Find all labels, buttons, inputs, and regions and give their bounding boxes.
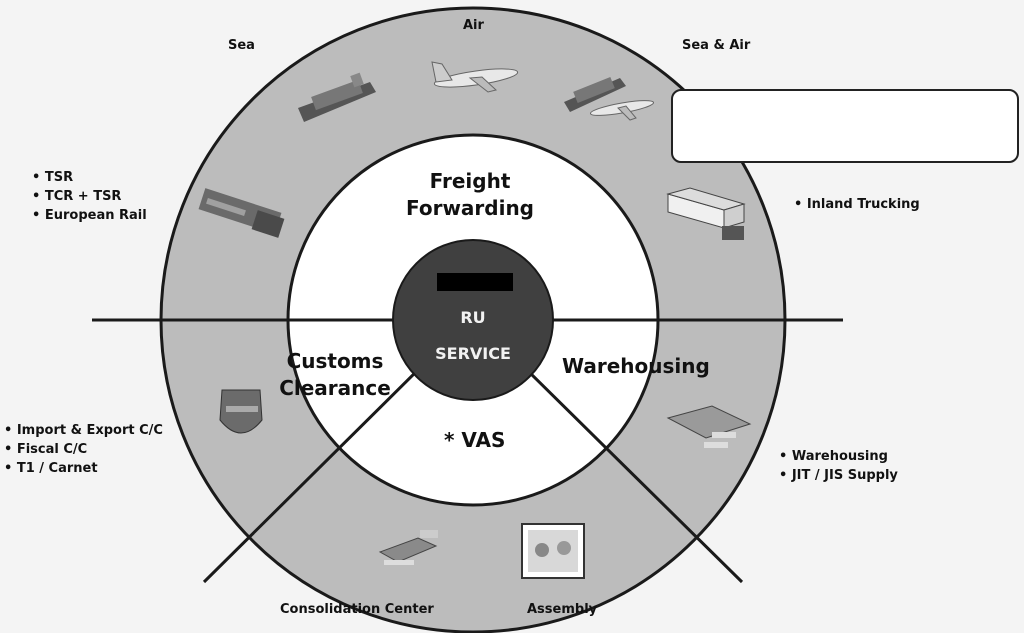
customs-line-1: Customs xyxy=(286,349,384,373)
list-item: Fiscal C/C xyxy=(4,440,163,459)
list-item: T1 / Carnet xyxy=(4,459,163,478)
label-sea-air: Sea & Air xyxy=(682,38,751,53)
redaction-bar xyxy=(437,273,513,291)
customs-badge-icon xyxy=(219,389,263,434)
label-vas: * VAS xyxy=(444,428,506,452)
list-item: TSR xyxy=(32,168,147,187)
label-freight-forwarding: Freight Forwarding xyxy=(400,168,540,222)
freight-line-2: Forwarding xyxy=(405,196,535,220)
center-line-1: RU xyxy=(460,308,486,327)
ship-and-plane-icon xyxy=(564,76,655,121)
truck-icon xyxy=(666,187,746,240)
trucking-list: Inland Trucking xyxy=(794,195,920,214)
label-customs-clearance: Customs Clearance xyxy=(276,348,394,402)
rail-list: TSR TCR + TSR European Rail xyxy=(32,168,147,225)
right-diagonal-divider xyxy=(523,366,744,584)
label-warehousing: Warehousing xyxy=(562,354,710,378)
label-assembly: Assembly xyxy=(527,602,598,617)
airplane-icon xyxy=(431,61,519,93)
freight-line-1: Freight xyxy=(429,169,511,193)
list-item: European Rail xyxy=(32,206,147,225)
forklift-icon xyxy=(378,530,438,565)
train-icon xyxy=(198,188,285,238)
list-item: TCR + TSR xyxy=(32,187,147,206)
label-sea: Sea xyxy=(228,38,255,53)
label-air: Air xyxy=(463,18,484,33)
callout-box xyxy=(671,89,1019,163)
warehouse-list: Warehousing JIT / JIS Supply xyxy=(779,447,898,485)
list-item: Inland Trucking xyxy=(794,195,920,214)
customs-list: Import & Export C/C Fiscal C/C T1 / Carn… xyxy=(4,421,163,478)
list-item: JIT / JIS Supply xyxy=(779,466,898,485)
left-diagonal-divider xyxy=(202,358,430,584)
center-line-2: SERVICE xyxy=(435,344,511,363)
assembly-photo-icon xyxy=(521,523,585,579)
list-item: Import & Export C/C xyxy=(4,421,163,440)
conveyor-icon xyxy=(666,405,752,448)
cargo-ship-icon xyxy=(298,72,376,122)
label-consolidation-center: Consolidation Center xyxy=(280,602,434,617)
customs-line-2: Clearance xyxy=(279,376,391,400)
list-item: Warehousing xyxy=(779,447,898,466)
